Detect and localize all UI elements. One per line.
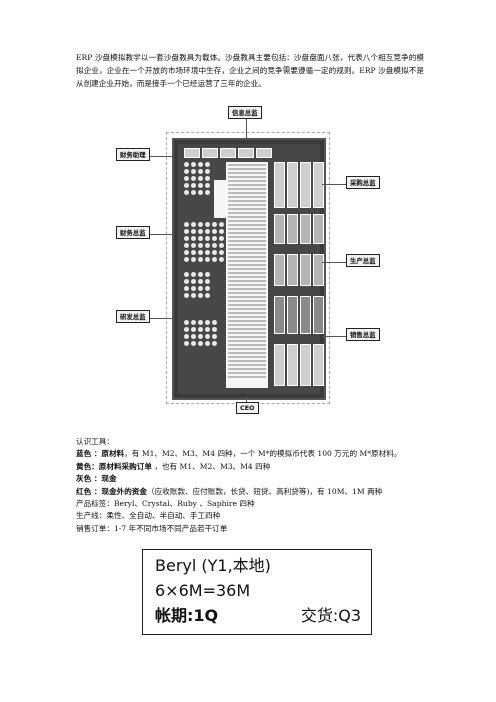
desc-blue: ，有 M1、M2、M3、M4 四种，一个 M*的模拟币代表 100 万元的 M*… [124,449,402,459]
label-ceo: CEO [236,402,259,414]
label-sales-director: 销售总监 [346,328,380,341]
key-red: 红色 ：现金外的资金 [76,486,147,496]
key-yellow: 黄色：原材料采购订单 [76,461,152,471]
item-red: 红色 ：现金外的资金（应收账款、应付账款，长贷、短贷、高利贷等)，有 10M、1… [76,486,436,498]
board-surface [178,144,324,394]
line-rd [144,318,174,319]
label-finance-director: 财务总监 [116,226,150,239]
loans-area [184,272,210,298]
rd-area [184,320,217,346]
line-production [322,262,346,263]
desc-red: （应收账款、应付账款，长贷、短贷、高利贷等)，有 10M、1M 两种 [147,486,383,496]
label-purchase-director: 采购总监 [346,176,380,189]
item-yellow: 黄色：原材料采购订单 ，也有 M1、M2、M3、M4 四种 [76,461,436,473]
sandbox-board-diagram: 信息总监 财务助理 财务总监 研发总监 采购总监 生产总监 销售总监 CEO [110,104,396,414]
info-sheet [226,162,268,388]
label-rd-director: 研发总监 [116,310,150,323]
order-delivery: 交货:Q3 [300,606,361,625]
item-blue: 蓝色 ：原材料，有 M1、M2、M3、M4 四种，一个 M*的模拟币代表 100… [76,448,436,460]
item-gray: 灰色 ：现金 [76,474,117,484]
item-sales-orders: 销售订单：1-7 年不同市场不同产品若干订单 [76,523,228,533]
order-amount: 6×6M=36M [155,581,251,600]
label-production-director: 生产总监 [346,254,380,267]
desc-yellow: ，也有 M1、M2、M3、M4 四种 [151,461,271,471]
line-purchase [322,184,346,185]
key-blue: 蓝色 ：原材料 [76,449,125,459]
line-ceo [246,396,247,404]
sandbox-board [172,138,326,400]
item-product-tags: 产品标签：Beryl、Crystal、Ruby 、Saphire 四种 [76,499,255,509]
item-production-lines: 生产线：柔性、全自动、半自动、手工四种 [76,511,221,521]
production-line-2 [274,254,324,286]
label-info-director: 信息总监 [228,106,262,119]
purchase-area [274,162,324,208]
sales-area [274,344,324,386]
order-payment-term: 帐期:1Q [155,606,219,625]
cash-area [184,162,210,195]
line-fin-assist [144,156,174,157]
tools-list: 认识工具： 蓝色 ：原材料，有 M1、M2、M3、M4 四种，一个 M*的模拟币… [76,436,436,535]
production-line-3 [274,296,324,334]
order-product: Beryl (Y1,本地) [155,556,271,575]
label-finance-assistant: 财务助理 [116,148,150,161]
line-info [246,118,247,140]
line-sales [322,336,346,337]
order-card: Beryl (Y1,本地) 6×6M=36M 帐期:1Q 交货:Q3 [142,549,372,635]
receivables-area [184,222,231,262]
line-fin-director [144,234,174,235]
intro-paragraph: ERP 沙盘模拟教学以一套沙盘教具为载体。沙盘教具主要包括：沙盘盘面八张，代表八… [76,52,424,88]
production-line-1 [274,214,324,244]
tools-heading: 认识工具： [76,437,114,446]
top-strip [184,148,272,158]
